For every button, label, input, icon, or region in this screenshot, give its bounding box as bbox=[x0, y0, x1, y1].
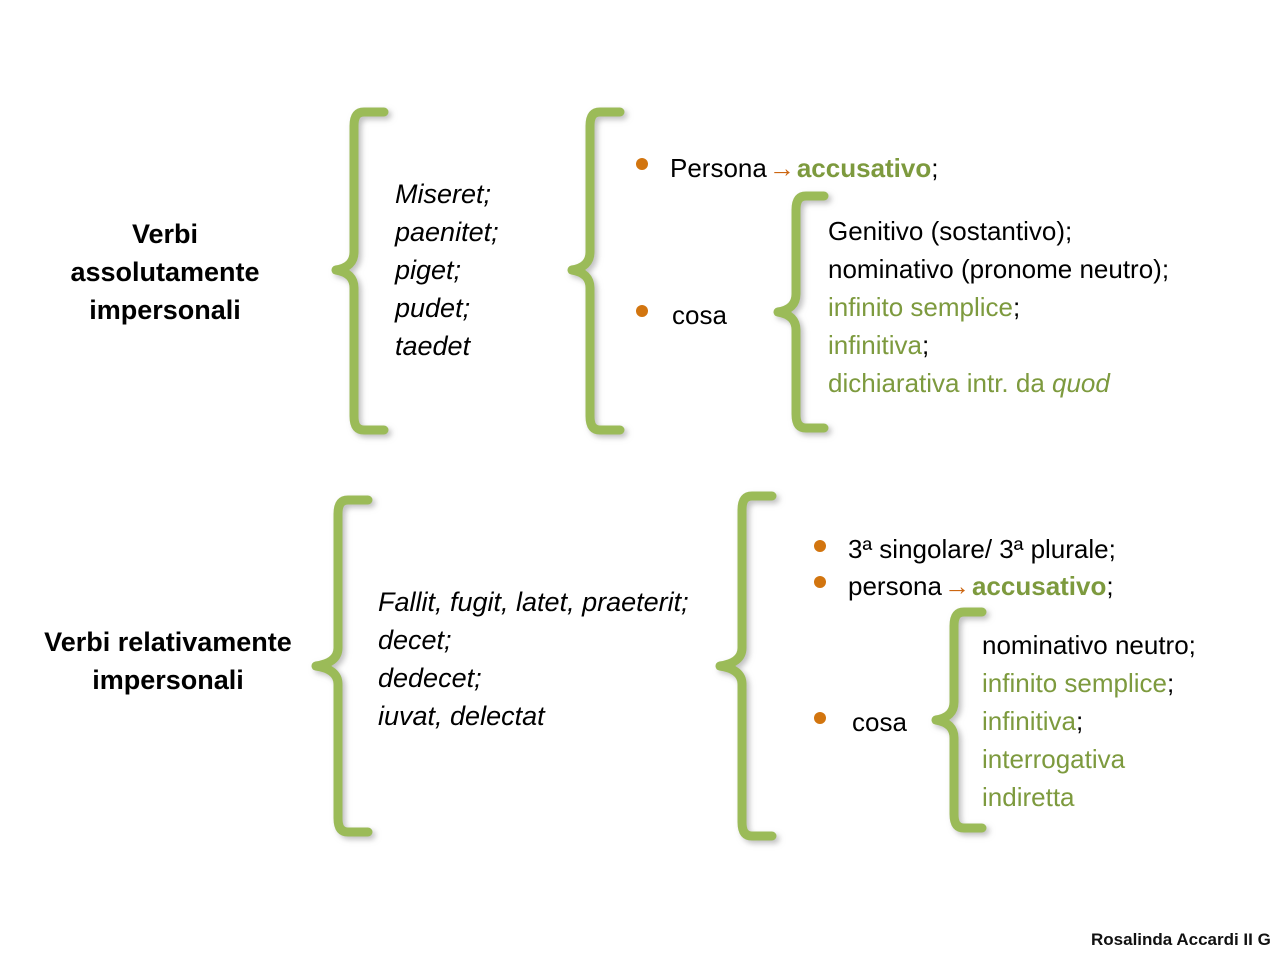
bullet-bottom-persona-line: persona→accusativo; bbox=[848, 567, 1114, 605]
cosa-detail-top-3-text: infinitiva bbox=[828, 330, 922, 360]
category-label-bottom-line1: Verbi relativamente bbox=[44, 627, 292, 657]
verb-list-top-item-4: taedet bbox=[395, 331, 471, 361]
footer-credit: Rosalinda Accardi II G bbox=[1091, 930, 1271, 949]
category-label-top: Verbi assolutamente impersonali bbox=[40, 215, 290, 329]
verb-list-bottom-item-2: dedecet; bbox=[378, 663, 482, 693]
cosa-detail-top-2-text: infinito semplice bbox=[828, 292, 1013, 322]
arrow-right-icon-2: → bbox=[943, 571, 970, 601]
category-label-bottom: Verbi relativamente impersonali bbox=[18, 623, 318, 699]
bullet-top-cosa-icon bbox=[636, 305, 648, 317]
cosa-detail-top-1: nominativo (pronome neutro); bbox=[828, 254, 1170, 284]
cosa-detail-top-0: Genitivo (sostantivo); bbox=[828, 216, 1073, 246]
brace-bottom-roles bbox=[706, 490, 778, 842]
verb-list-top-item-1: paenitet; bbox=[395, 217, 499, 247]
cosa-detail-bottom-0: nominativo neutro; bbox=[982, 630, 1196, 660]
verb-list-top-item-3: pudet; bbox=[395, 293, 471, 323]
verb-list-top-item-0: Miseret; bbox=[395, 179, 492, 209]
bullet-bottom-persona-label: persona bbox=[848, 571, 942, 601]
bullet-bottom-cosa-icon bbox=[814, 712, 826, 724]
bullet-top-persona-label: Persona bbox=[670, 153, 767, 183]
verb-list-bottom-item-1: decet; bbox=[378, 625, 452, 655]
verb-list-top: Miseret; paenitet; piget; pudet; taedet bbox=[395, 175, 499, 365]
bullet-top-persona-punct: ; bbox=[931, 153, 939, 183]
cosa-detail-top-2-punct: ; bbox=[1012, 292, 1021, 322]
brace-top-roles bbox=[558, 106, 628, 436]
cosa-detail-top-2: infinito semplice; bbox=[828, 288, 1169, 326]
cosa-detail-top-4-text: dichiarativa intr. da bbox=[828, 368, 1053, 398]
cosa-detail-top-4: dichiarativa intr. da quod bbox=[828, 364, 1169, 402]
category-label-top-line2: assolutamente bbox=[70, 257, 260, 287]
verb-list-bottom-item-0: Fallit, fugit, latet, praeterit; bbox=[378, 587, 689, 617]
cosa-details-top: Genitivo (sostantivo); nominativo (prono… bbox=[828, 212, 1169, 402]
verb-list-bottom-item-3: iuvat, delectat bbox=[378, 701, 545, 731]
bullet-bottom-persons-icon bbox=[814, 540, 826, 552]
cosa-detail-bottom-2-punct: ; bbox=[1075, 706, 1084, 736]
brace-top-category bbox=[322, 106, 392, 436]
bullet-bottom-cosa-label: cosa bbox=[852, 707, 907, 737]
bullet-top-persona-line: Persona→accusativo; bbox=[670, 149, 938, 187]
bullet-top-persona-value: accusativo bbox=[796, 153, 932, 183]
cosa-detail-bottom-4: indiretta bbox=[982, 782, 1075, 812]
brace-bottom-cosa-details bbox=[924, 606, 988, 836]
cosa-detail-top-3: infinitiva; bbox=[828, 326, 1169, 364]
category-label-top-line3: impersonali bbox=[89, 295, 241, 325]
cosa-detail-bottom-1: infinito semplice; bbox=[982, 664, 1196, 702]
verb-list-bottom: Fallit, fugit, latet, praeterit; decet; … bbox=[378, 583, 689, 735]
arrow-right-icon: → bbox=[768, 153, 795, 183]
cosa-detail-bottom-3: interrogativa bbox=[982, 744, 1126, 774]
cosa-details-bottom: nominativo neutro; infinito semplice; in… bbox=[982, 626, 1196, 816]
bullet-bottom-persona-icon bbox=[814, 576, 826, 588]
bullet-bottom-persona-punct: ; bbox=[1106, 571, 1114, 601]
bullet-top-persona-icon bbox=[636, 158, 648, 170]
verb-list-top-item-2: piget; bbox=[395, 255, 462, 285]
cosa-detail-bottom-2-text: infinitiva bbox=[982, 706, 1076, 736]
cosa-detail-bottom-1-text: infinito semplice bbox=[982, 668, 1167, 698]
brace-bottom-category bbox=[302, 494, 374, 838]
category-label-top-line1: Verbi bbox=[131, 219, 199, 249]
cosa-detail-bottom-2: infinitiva; bbox=[982, 702, 1196, 740]
bullet-top-cosa-label: cosa bbox=[672, 300, 727, 330]
cosa-detail-bottom-1-punct: ; bbox=[1166, 668, 1175, 698]
bullet-bottom-persona-value: accusativo bbox=[971, 571, 1107, 601]
cosa-detail-top-3-punct: ; bbox=[921, 330, 930, 360]
bullet-bottom-persons-line: 3ª singolare/ 3ª plurale; bbox=[848, 534, 1116, 564]
cosa-detail-top-4-tail: quod bbox=[1052, 368, 1110, 398]
brace-top-cosa-details bbox=[764, 190, 830, 436]
category-label-bottom-line2: impersonali bbox=[92, 665, 244, 695]
